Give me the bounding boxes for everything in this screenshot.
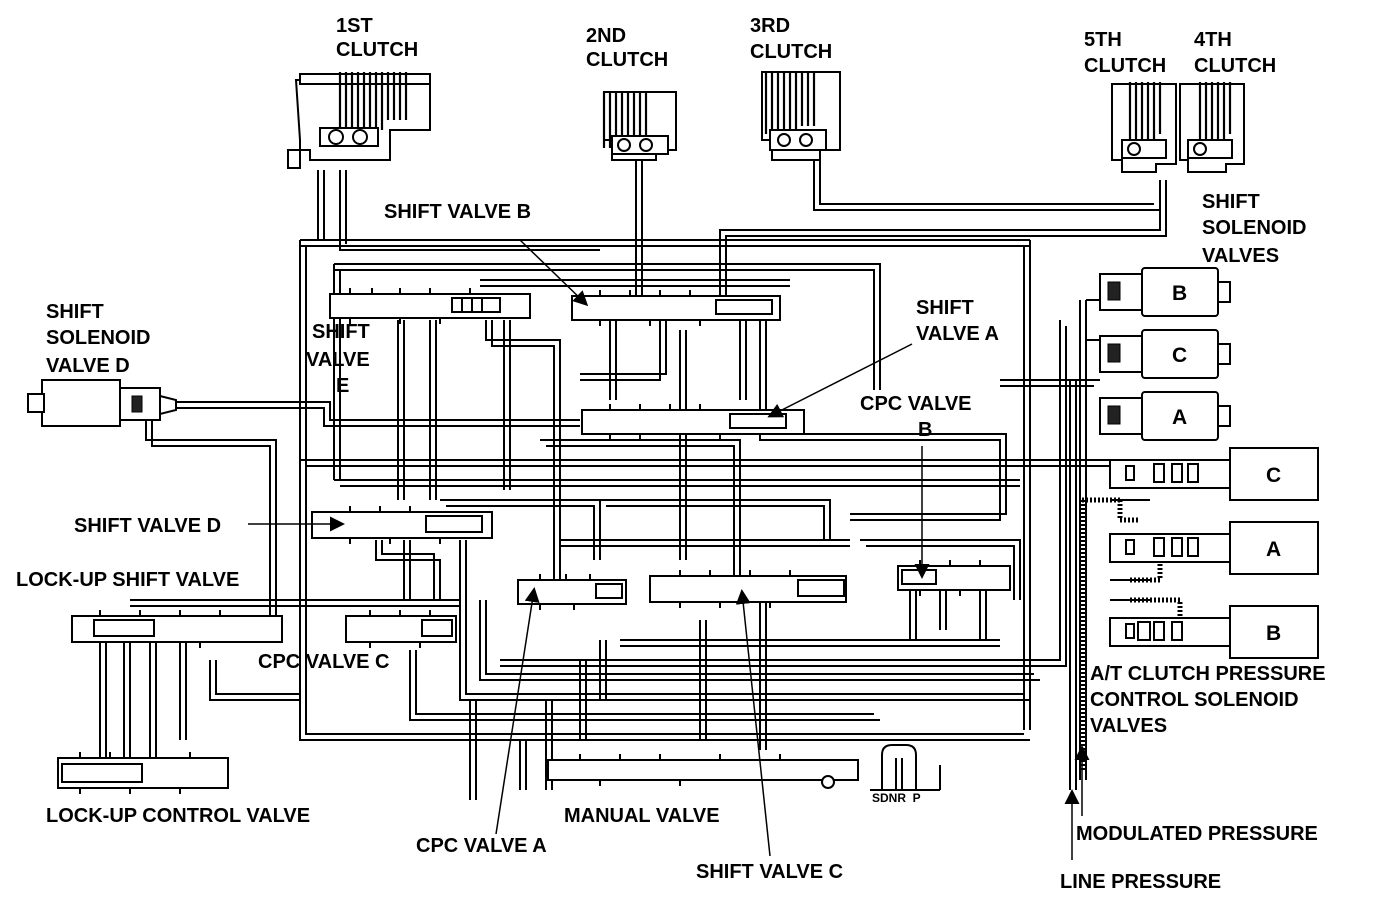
label-shift-solenoids-l2: SOLENOID [1202, 217, 1306, 239]
manual-valve-body [547, 744, 941, 791]
lockup-shift-valve-body [71, 610, 283, 648]
label-3rd-clutch-l2: CLUTCH [750, 41, 832, 63]
pressure-labels: MODULATED PRESSURE LINE PRESSURE SDNR P [872, 791, 1318, 893]
valve-labels: SHIFT VALVE B SHIFT VALVE A SHIFT VALVE … [16, 201, 999, 883]
label-shift-solenoids-l1: SHIFT [1202, 191, 1260, 213]
shift-solenoid-c [1099, 329, 1231, 379]
leader-lines [248, 239, 1090, 860]
label-cpc-valve-a: CPC VALVE A [416, 835, 547, 857]
clutch-2nd [602, 91, 677, 161]
label-lockup-control-valve: LOCK-UP CONTROL VALVE [46, 805, 310, 827]
label-clutch-pressure-l1: A/T CLUTCH PRESSURE [1090, 663, 1326, 685]
shift-valve-e-body [329, 288, 531, 324]
clutch-1st [287, 72, 431, 169]
label-lockup-shift-valve: LOCK-UP SHIFT VALVE [16, 569, 239, 591]
clutch-5th [1111, 82, 1177, 173]
clutch-pressure-solenoid-b [1109, 605, 1319, 659]
clutch-4th [1179, 82, 1245, 173]
shift-valve-c-body [649, 570, 847, 608]
label-cpc-valve-b-l2: B [918, 419, 932, 441]
label-solenoid-d-l1: SHIFT [46, 301, 104, 323]
cpc-valve-c-body [345, 610, 457, 648]
clutch-3rd [761, 71, 841, 161]
label-clutch-pressure-l3: VALVES [1090, 715, 1167, 737]
label-shift-valve-b: SHIFT VALVE B [384, 201, 531, 223]
label-line-pressure: LINE PRESSURE [1060, 871, 1221, 893]
label-shift-valve-a-l1: SHIFT [916, 297, 974, 319]
shift-valve-d-body [311, 506, 493, 544]
solenoid-labels: SHIFT SOLENOID VALVE D SHIFT SOLENOID VA… [46, 191, 1326, 737]
label-2nd-clutch-l1: 2ND [586, 25, 626, 47]
label-clutch-solenoid-a: A [1266, 538, 1281, 561]
label-shift-valve-c: SHIFT VALVE C [696, 861, 843, 883]
label-shift-valve-e-l3: E [336, 375, 349, 397]
label-cpc-valve-c: CPC VALVE C [258, 651, 390, 673]
label-clutch-solenoid-b: B [1266, 622, 1281, 645]
label-selector-positions: SDNR P [872, 791, 921, 805]
label-shift-solenoid-a: A [1172, 406, 1187, 429]
label-shift-solenoids-l3: VALVES [1202, 245, 1279, 267]
label-5th-clutch-l2: CLUTCH [1084, 55, 1166, 77]
label-1st-clutch-l2: CLUTCH [336, 39, 418, 61]
clutch-pressure-solenoid-a [1109, 521, 1319, 575]
label-cpc-valve-b-l1: CPC VALVE [860, 393, 972, 415]
lockup-control-valve-body [57, 752, 229, 794]
cpc-valve-b-body [897, 560, 1011, 596]
label-4th-clutch-l2: CLUTCH [1194, 55, 1276, 77]
label-3rd-clutch-l1: 3RD [750, 15, 790, 37]
label-solenoid-d-l3: VALVE D [46, 355, 130, 377]
shift-solenoid-b [1099, 267, 1231, 317]
clutch-labels: 1ST CLUTCH 2ND CLUTCH 3RD CLUTCH 5TH CLU… [336, 15, 1276, 77]
label-clutch-solenoid-c: C [1266, 464, 1281, 487]
shift-valve-b-body [571, 290, 781, 326]
shift-solenoid-d-body [27, 379, 177, 427]
label-shift-valve-e-l2: VALVE [306, 349, 370, 371]
label-2nd-clutch-l2: CLUTCH [586, 49, 668, 71]
label-manual-valve: MANUAL VALVE [564, 805, 720, 827]
clutch-pressure-solenoid-c [1109, 447, 1319, 501]
label-4th-clutch-l1: 4TH [1194, 29, 1232, 51]
label-shift-valve-e-l1: SHIFT [312, 321, 370, 343]
label-shift-valve-a-l2: VALVE A [916, 323, 999, 345]
shift-valve-a-body [581, 404, 805, 440]
shift-solenoid-a [1099, 391, 1231, 441]
label-modulated-pressure: MODULATED PRESSURE [1076, 823, 1318, 845]
label-clutch-pressure-l2: CONTROL SOLENOID [1090, 689, 1299, 711]
label-1st-clutch-l1: 1ST [336, 15, 373, 37]
label-5th-clutch-l1: 5TH [1084, 29, 1122, 51]
label-shift-solenoid-c: C [1172, 344, 1187, 367]
label-shift-solenoid-b: B [1172, 282, 1187, 305]
fluid-passages [99, 160, 1167, 800]
label-solenoid-d-l2: SOLENOID [46, 327, 150, 349]
label-shift-valve-d: SHIFT VALVE D [74, 515, 221, 537]
